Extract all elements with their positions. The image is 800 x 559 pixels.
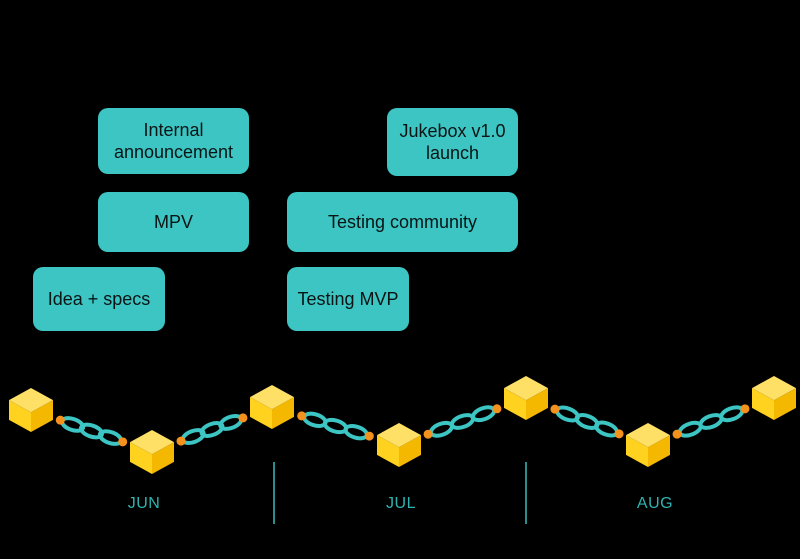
blockchain-timeline [9, 376, 796, 474]
task-label: MPV [153, 212, 193, 232]
yellow-cube-icon [130, 430, 174, 474]
orange-dot-icon [118, 437, 128, 447]
chain-link-icon [302, 411, 369, 441]
yellow-cube-icon [752, 376, 796, 420]
chain-link-icon [180, 414, 244, 445]
orange-dot-icon [297, 411, 307, 421]
chain-link-icon [60, 416, 123, 446]
month-divider [525, 462, 527, 524]
task-idea-specs: Idea + specs [33, 267, 165, 331]
chain-link-icon [428, 405, 497, 438]
yellow-cube-icon [377, 423, 421, 467]
month-label-jun: JUN [127, 495, 161, 512]
orange-dot-icon [740, 404, 750, 414]
month-divider [273, 462, 275, 524]
task-testing-community: Testing community [287, 192, 518, 252]
orange-dot-icon [238, 413, 248, 423]
yellow-cube-icon [504, 376, 548, 420]
orange-dot-icon [176, 436, 186, 446]
task-mpv: MPV [98, 192, 249, 252]
orange-dot-icon [492, 404, 502, 414]
month-label-aug: AUG [636, 495, 674, 512]
yellow-cube-icon [9, 388, 53, 432]
task-label: Jukebox v1.0 launch [399, 121, 506, 163]
orange-dot-icon [364, 431, 374, 441]
yellow-cube-icon [250, 385, 294, 429]
month-label-jul: JUL [386, 495, 416, 512]
task-label: Testing community [327, 212, 478, 232]
task-label: Idea + specs [47, 289, 151, 309]
chain-link-icon [677, 405, 745, 438]
task-internal-announcement: Internal announcement [98, 108, 249, 174]
orange-dot-icon [423, 429, 433, 439]
orange-dot-icon [550, 404, 560, 414]
orange-dot-icon [614, 429, 624, 439]
task-testing-mvp: Testing MVP [287, 267, 409, 331]
yellow-cube-icon [626, 423, 670, 467]
task-jukebox-launch: Jukebox v1.0 launch [387, 108, 518, 176]
orange-dot-icon [55, 415, 65, 425]
orange-dot-icon [672, 429, 682, 439]
task-label: Testing MVP [297, 289, 399, 309]
chain-link-icon [555, 405, 619, 438]
task-label: Internal announcement [113, 120, 234, 162]
